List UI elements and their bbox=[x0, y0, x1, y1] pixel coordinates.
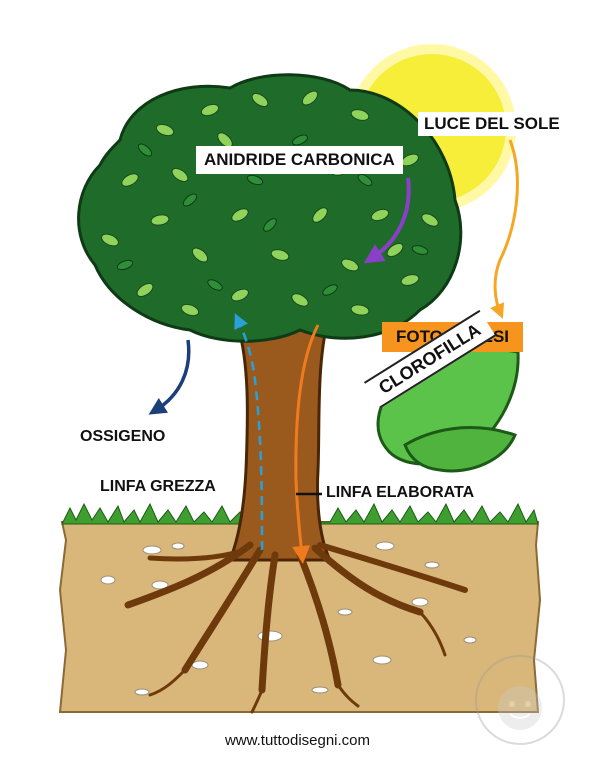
tree-foliage bbox=[77, 73, 463, 343]
label-ossigeno: OSSIGENO bbox=[80, 428, 166, 445]
footer-url: www.tuttodisegni.com bbox=[224, 732, 371, 749]
label-linfa-elaborata: LINFA ELABORATA bbox=[326, 484, 475, 501]
label-linfa-grezza: LINFA GREZZA bbox=[100, 478, 216, 495]
sunlight-arrow bbox=[490, 139, 519, 319]
raw-sap-arrow bbox=[234, 313, 264, 551]
label-anidride-carbonica: ANIDRIDE CARBONICA bbox=[196, 146, 403, 174]
label-luce-del-sole: LUCE DEL SOLE bbox=[418, 112, 566, 136]
carbon-dioxide-arrow bbox=[363, 177, 411, 264]
tree-roots bbox=[124, 541, 468, 714]
oxygen-arrow bbox=[148, 339, 191, 415]
watermark-logo bbox=[475, 655, 565, 745]
soil-ground bbox=[58, 521, 542, 713]
grass bbox=[61, 502, 539, 525]
elaborated-sap-arrow bbox=[292, 324, 320, 564]
